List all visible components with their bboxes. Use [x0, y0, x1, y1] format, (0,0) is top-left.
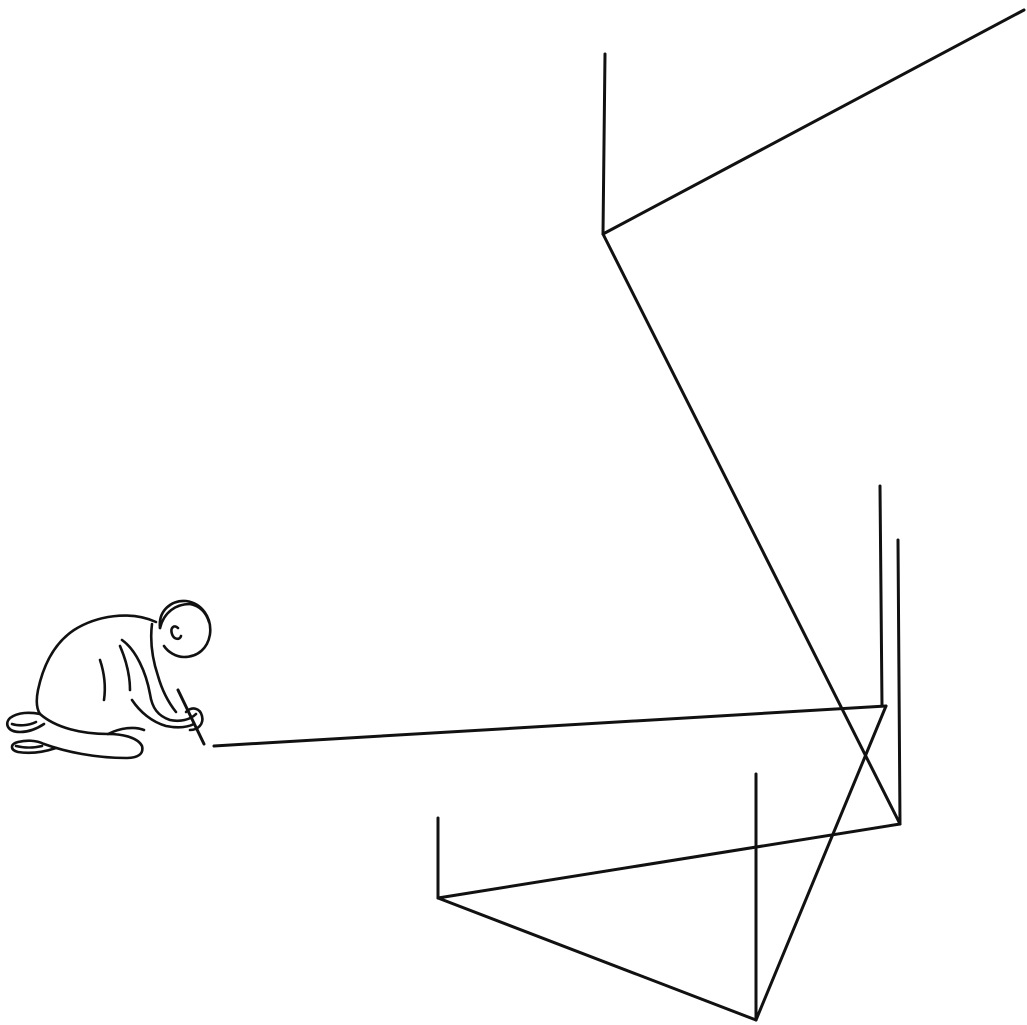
- figure-shirt-fold: [100, 660, 105, 700]
- figure-thigh: [40, 714, 142, 758]
- drawn-lines: [214, 10, 1024, 1020]
- return-diagonal: [756, 706, 886, 1020]
- long-diagonal: [603, 234, 900, 824]
- upper-vertical: [603, 54, 605, 234]
- lower-cross-line: [438, 824, 900, 898]
- lower-bottom-line: [438, 898, 756, 1020]
- figure-ear: [171, 626, 181, 638]
- ground-line: [214, 706, 886, 746]
- upper-diagonal: [603, 10, 1024, 234]
- right-vertical-2: [898, 540, 900, 824]
- figure-foot-sole: [12, 722, 36, 725]
- figure-shirt-fold-2: [120, 646, 130, 690]
- figure-foot-sole-2: [16, 746, 42, 748]
- kneeling-figure: [7, 601, 210, 758]
- figure-pen: [178, 690, 204, 744]
- figure-foot-back: [7, 713, 44, 732]
- right-vertical-1: [880, 486, 882, 706]
- figure-back: [37, 616, 156, 714]
